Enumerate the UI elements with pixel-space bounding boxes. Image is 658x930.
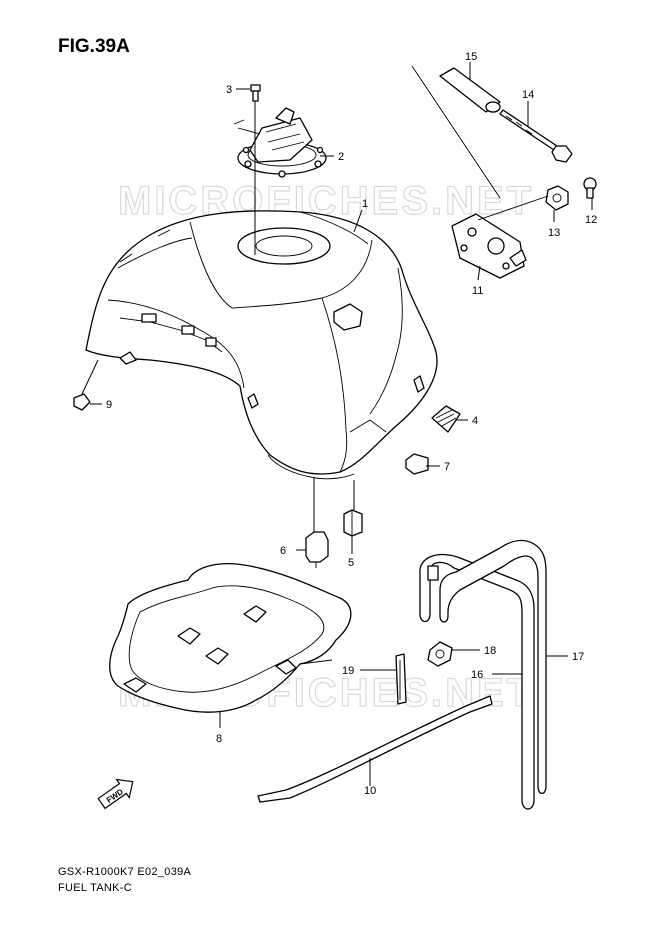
callout-17: 17	[572, 651, 584, 663]
callout-10: 10	[364, 785, 376, 797]
callout-15: 15	[465, 51, 477, 63]
spacer-tube-15	[439, 67, 501, 113]
fuel-tank	[85, 210, 438, 480]
drain-hose-10	[257, 695, 493, 803]
callout-14: 14	[522, 89, 534, 101]
callout-9: 9	[106, 399, 112, 411]
damper-6	[305, 531, 329, 568]
fuel-cap-assembly	[233, 107, 327, 178]
callout-2: 2	[338, 151, 344, 163]
breather-hose-16	[419, 553, 535, 810]
bolt-14	[499, 109, 573, 163]
leader-lines	[81, 62, 593, 786]
cushion-7	[405, 453, 429, 475]
callout-5: 5	[348, 557, 354, 569]
callout-18: 18	[484, 645, 496, 657]
callout-13: 13	[548, 227, 560, 239]
breather-hose-17	[439, 539, 547, 795]
callout-19: 19	[342, 665, 354, 677]
callout-6: 6	[280, 545, 286, 557]
centerline-14	[411, 65, 501, 199]
callout-16: 16	[471, 669, 483, 681]
bracket-11	[451, 213, 527, 279]
callout-1: 1	[362, 198, 368, 210]
bolt-9	[73, 393, 91, 411]
forward-arrow-icon: FWD	[97, 778, 134, 810]
model-code: GSX-R1000K7 E02_039A	[58, 866, 192, 878]
bolt-12	[583, 177, 597, 199]
leader-line-13-11	[477, 195, 549, 221]
damper-4	[431, 405, 461, 433]
clip-19	[395, 653, 407, 705]
group-name: FUEL TANK-C	[58, 882, 132, 894]
callout-4: 4	[472, 415, 478, 427]
callout-11: 11	[472, 285, 483, 297]
callout-12: 12	[585, 214, 597, 226]
hose-end-fitting	[427, 565, 439, 581]
callout-8: 8	[216, 733, 222, 745]
figure-title: FIG.39A	[58, 36, 130, 57]
callout-3: 3	[226, 84, 232, 96]
cushion-5	[343, 509, 363, 537]
heat-shield-8	[109, 563, 352, 713]
nut-13	[545, 185, 569, 211]
part-callouts: 3 2 1 15 14 13 12 11 4 7 6 5 9 8 10 16 1…	[106, 51, 597, 797]
bolt-3	[250, 84, 261, 102]
clamp-18	[427, 641, 453, 667]
callout-7: 7	[444, 461, 450, 473]
